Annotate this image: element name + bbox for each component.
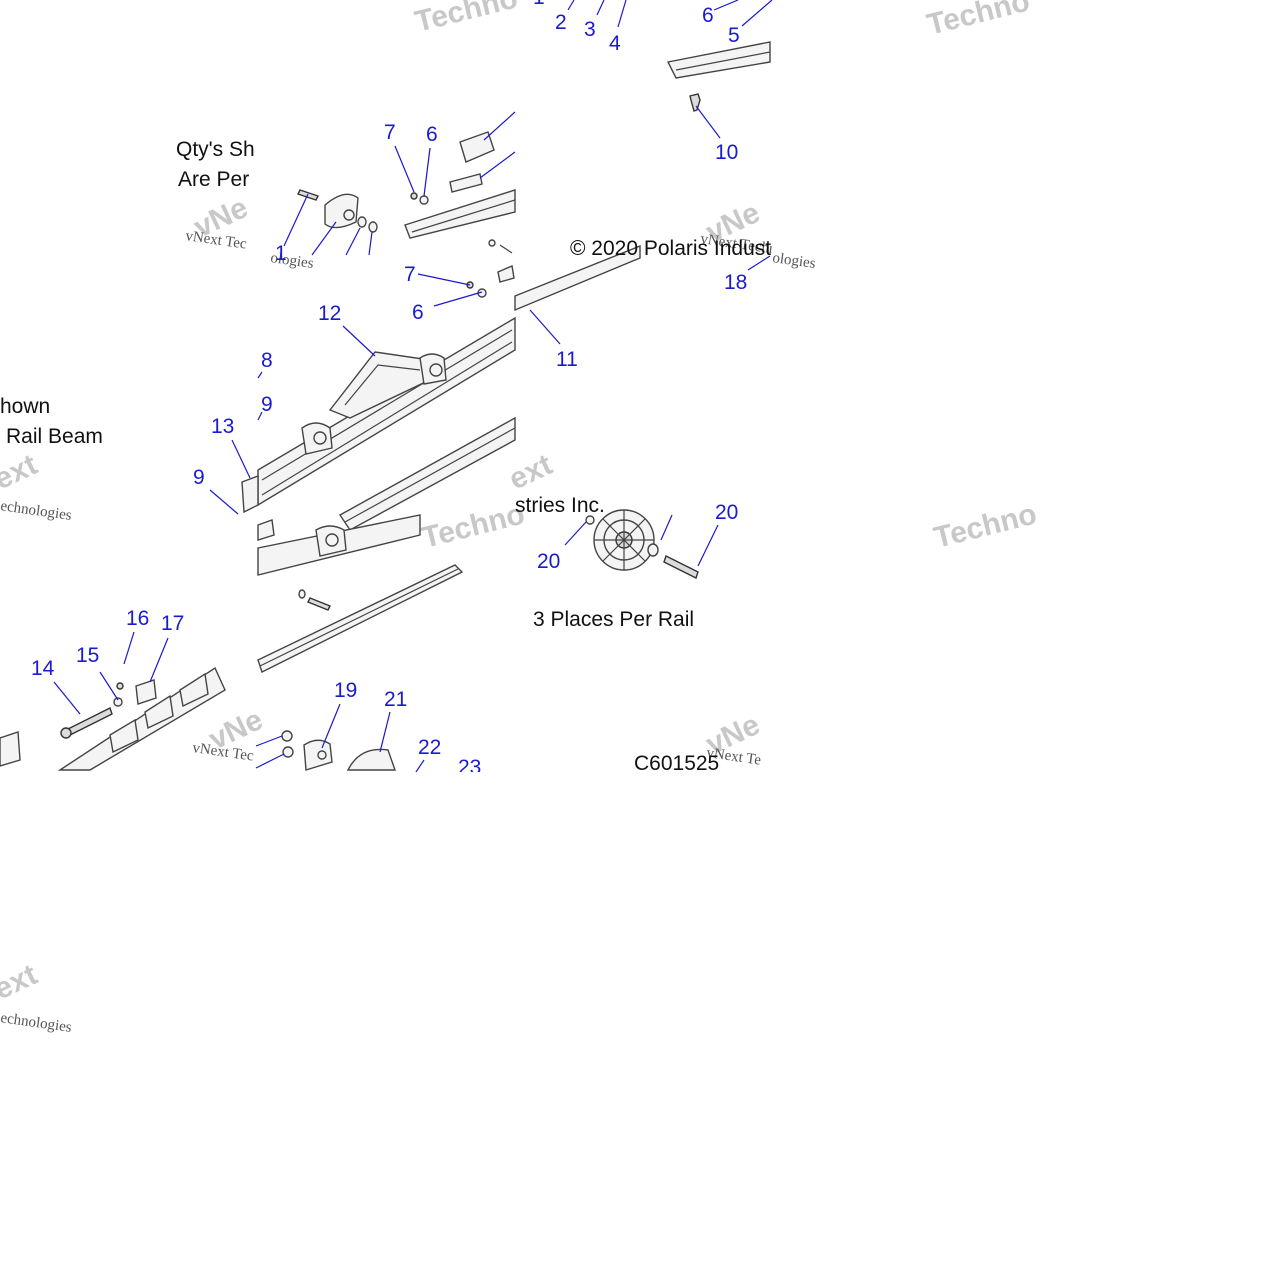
watermark-techno-3: Techno (419, 498, 528, 555)
watermark-techno-2: Techno (924, 0, 1033, 42)
slider-block (459, 131, 495, 163)
callout-16: 16 (126, 607, 149, 630)
bracket-cap (324, 193, 359, 229)
wear-strip-11 (514, 244, 641, 312)
callout-3: 3 (584, 18, 596, 41)
callout-12: 12 (318, 302, 341, 325)
callout-10: 10 (715, 141, 738, 164)
watermark-vnext-4: vNext Te (705, 745, 762, 769)
note-qty-line2: Are Per (178, 168, 249, 191)
watermark-technologies-1: echnologies (0, 498, 73, 524)
watermark-vnext-3: vNext Tec (191, 740, 255, 764)
callout-7: 7 (404, 263, 416, 286)
callout-7: 7 (384, 121, 396, 144)
note-qty-line1: Qty's Sh (176, 138, 255, 161)
watermark-ext-2: ext (504, 448, 557, 496)
callout-1: 1 (533, 0, 545, 9)
bolt-10 (689, 93, 701, 112)
callout-14: 14 (31, 657, 55, 680)
note-places-per-rail: 3 Places Per Rail (533, 608, 694, 631)
callout-8: 8 (261, 349, 273, 372)
callout-19: 19 (334, 679, 357, 702)
watermark-ext-1: ext (0, 448, 42, 496)
callout-2: 2 (555, 11, 567, 34)
note-shown: hown (0, 395, 50, 418)
tile-masks (0, 60, 1285, 1285)
copyright-partial: stries Inc. (515, 494, 605, 517)
watermark-ologies-right: ologies (771, 250, 816, 272)
plate-17 (135, 679, 157, 705)
lower-rail (338, 416, 516, 531)
callout-4: 4 (609, 32, 621, 55)
callout-6: 6 (702, 4, 714, 27)
callout-11: 11 (556, 348, 578, 371)
rail-tip (666, 41, 771, 79)
callout-1: 1 (275, 242, 287, 265)
clip-13 (241, 474, 259, 514)
axle-bolt (663, 555, 699, 579)
callout-22: 22 (418, 736, 441, 759)
rail-beam-12 (257, 316, 516, 507)
callout-20: 20 (537, 550, 560, 573)
callout-17: 17 (161, 612, 184, 635)
callout-5: 5 (728, 24, 740, 47)
parts-art (0, 41, 771, 771)
note-rail-beam: Rail Beam (6, 425, 103, 448)
callout-9: 9 (261, 393, 273, 416)
leader-lines (53, 0, 773, 773)
callout-15: 15 (76, 644, 99, 667)
wheel-21 (346, 748, 396, 771)
callout-9: 9 (193, 466, 205, 489)
watermark-vnext-1: vNext Tec (184, 228, 248, 252)
callout-6: 6 (426, 123, 438, 146)
callout-21: 21 (384, 688, 407, 711)
watermark-techno-1: Techno (412, 0, 521, 39)
bolt-14 (65, 707, 113, 737)
callout-13: 13 (211, 415, 234, 438)
idler-wheel-right (593, 509, 655, 571)
hifax-strip (257, 564, 464, 673)
drawing-code: C601525 (634, 752, 719, 775)
callout-6: 6 (412, 301, 424, 324)
watermark-ologies-1: ologies (269, 250, 314, 272)
callout-18: 18 (724, 271, 747, 294)
callout-20: 20 (715, 501, 738, 524)
